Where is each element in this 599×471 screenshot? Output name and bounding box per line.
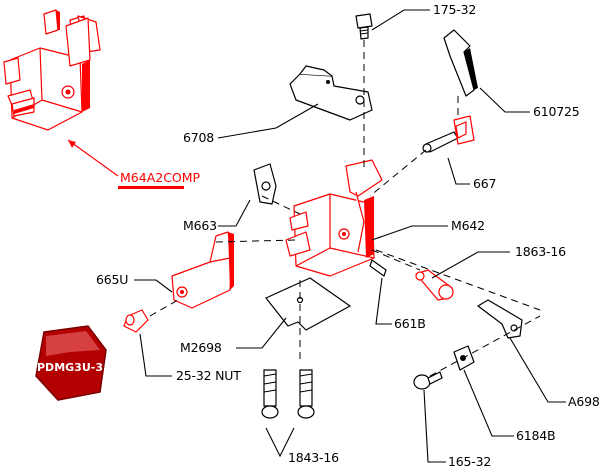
part-165-32-screw[interactable]: [413, 371, 443, 390]
part-1843-16-screws[interactable]: [261, 369, 315, 419]
label-661B: 661B: [394, 316, 426, 331]
label-610725: 610725: [533, 104, 580, 119]
part-6708-plate[interactable]: [289, 65, 373, 121]
label-M2698: M2698: [180, 340, 222, 355]
part-M642-housing[interactable]: [285, 159, 383, 277]
part-1863-16-screw[interactable]: [415, 269, 454, 301]
model-badge: PDMG3U-3: [35, 325, 107, 401]
part-175-32-screw[interactable]: [355, 13, 373, 40]
part-A698-lever[interactable]: [477, 299, 523, 339]
part-M2698-plate[interactable]: [265, 277, 351, 331]
badge-label: PDMG3U-3: [37, 361, 103, 374]
part-610725-lever[interactable]: [443, 29, 478, 97]
part-M663-clip[interactable]: [253, 163, 277, 205]
label-A698: A698: [568, 394, 599, 409]
part-661B-pin[interactable]: [369, 259, 387, 277]
label-1863-16: 1863-16: [515, 244, 566, 259]
assembly-illustration[interactable]: [3, 9, 101, 131]
label-25-32-nut: 25-32 NUT: [176, 368, 241, 383]
assembly-guide-lines: [149, 40, 541, 377]
part-25-32-nut[interactable]: [123, 309, 149, 333]
label-665U: 665U: [96, 272, 128, 287]
part-667-screw[interactable]: [422, 115, 475, 153]
label-6708: 6708: [183, 130, 214, 145]
label-6184B: 6184B: [516, 428, 555, 443]
label-667: 667: [473, 176, 496, 191]
part-665U-bracket[interactable]: [171, 231, 234, 309]
label-1843-16: 1843-16: [288, 450, 339, 465]
assembly-underline: [118, 186, 184, 189]
label-165-32: 165-32: [448, 454, 491, 469]
label-175-32: 175-32: [433, 2, 476, 17]
label-M663: M663: [183, 218, 217, 233]
label-assembly-M64A2COMP[interactable]: M64A2COMP: [120, 170, 201, 185]
label-M642: M642: [451, 218, 485, 233]
